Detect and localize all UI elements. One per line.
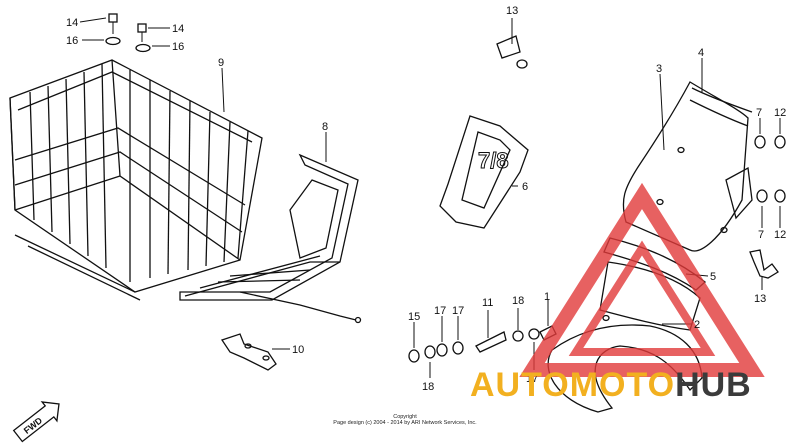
callout-4: 4 xyxy=(698,47,704,59)
callout-15: 15 xyxy=(408,311,420,323)
watermark-triangle xyxy=(519,182,765,377)
callout-1: 1 xyxy=(544,291,550,303)
front-cover xyxy=(622,81,753,252)
watermark-logo: AUTOMOTOHUB xyxy=(470,366,752,405)
callout-11: 11 xyxy=(482,297,493,309)
callout-12: 12 xyxy=(774,229,786,241)
callout-18: 18 xyxy=(512,295,524,307)
copyright-title: Copyright xyxy=(393,414,417,420)
fwd-arrow-icon: FWD xyxy=(12,401,60,443)
watermark-text-primary: AUTOMOTO xyxy=(470,366,676,404)
callouts: 14 16 14 16 9 8 10 13 6 3 4 7 12 7 12 13… xyxy=(66,5,786,393)
callout-17: 17 xyxy=(434,305,446,317)
callout-13: 13 xyxy=(754,293,766,305)
callout-7: 7 xyxy=(756,107,762,119)
callout-14: 14 xyxy=(172,23,184,35)
callout-3: 3 xyxy=(656,63,662,75)
copyright-notice: Page design (c) 2004 - 2014 by ARI Netwo… xyxy=(333,420,477,426)
svg-text:7/8: 7/8 xyxy=(478,148,509,173)
hardware xyxy=(105,13,786,363)
basket-bracket xyxy=(179,153,362,324)
callout-16: 16 xyxy=(66,35,78,47)
callout-13: 13 xyxy=(506,5,518,17)
basket xyxy=(9,59,263,301)
callout-12: 12 xyxy=(774,107,786,119)
callout-2: 2 xyxy=(694,319,700,331)
callout-17: 17 xyxy=(452,305,464,317)
callout-16: 16 xyxy=(172,41,184,53)
callout-9: 9 xyxy=(218,57,224,69)
callout-6: 6 xyxy=(522,181,528,193)
callout-10: 10 xyxy=(292,344,304,356)
plate xyxy=(220,333,277,371)
callout-18: 18 xyxy=(422,381,434,393)
callout-14: 14 xyxy=(66,17,78,29)
callout-8: 8 xyxy=(322,121,328,133)
callout-7: 7 xyxy=(758,229,764,241)
emblem: 7/8 xyxy=(439,115,529,229)
watermark-text-secondary: HUB xyxy=(675,366,752,404)
callout-5: 5 xyxy=(710,271,716,283)
callout-17: 17 xyxy=(526,373,538,385)
leader-lines xyxy=(79,17,781,378)
